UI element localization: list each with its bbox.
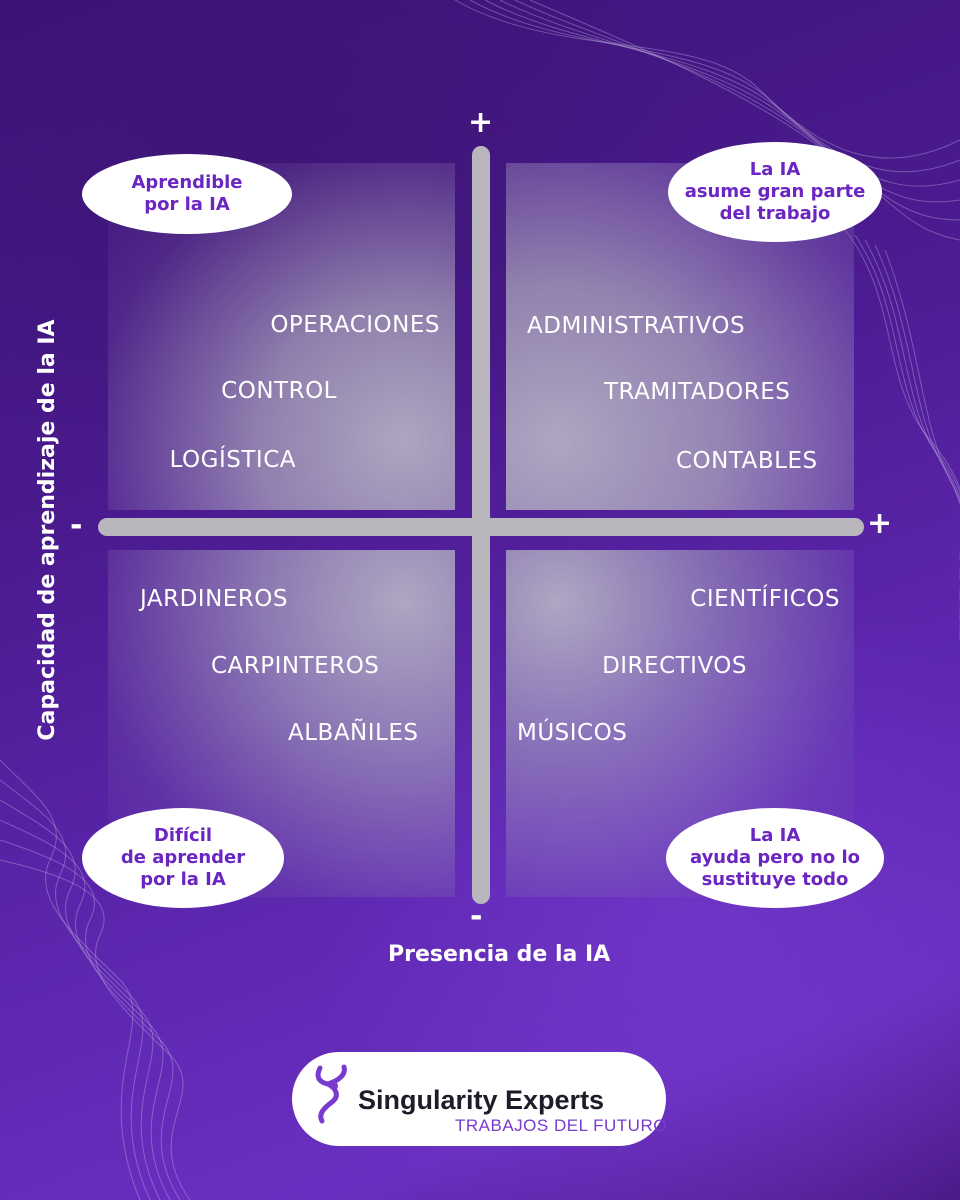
- job-carpinteros: CARPINTEROS: [211, 653, 380, 679]
- bubble-dificil: Difícil de aprender por la IA: [82, 808, 284, 908]
- bubble-asume-trabajo-text: La IA asume gran parte del trabajo: [684, 159, 866, 224]
- job-cientificos: CIENTÍFICOS: [690, 586, 840, 612]
- job-logistica: LOGÍSTICA: [169, 447, 296, 473]
- job-administrativos: ADMINISTRATIVOS: [527, 313, 746, 339]
- x-axis-line: [98, 518, 864, 536]
- x-axis-minus-sign: -: [70, 508, 83, 543]
- job-directivos: DIRECTIVOS: [602, 653, 747, 679]
- bubble-ayuda-text: La IA ayuda pero no lo sustituye todo: [689, 825, 861, 890]
- job-jardineros: JARDINEROS: [140, 586, 289, 612]
- job-tramitadores: TRAMITADORES: [604, 379, 791, 405]
- bubble-asume-trabajo: La IA asume gran parte del trabajo: [668, 142, 882, 242]
- job-albaniles: ALBAÑILES: [288, 720, 419, 746]
- brand-logo-pill: [292, 1052, 666, 1146]
- x-axis-label: Presencia de la IA: [388, 942, 611, 967]
- job-contables: CONTABLES: [676, 448, 818, 474]
- brand-tagline: TRABAJOS DEL FUTURO: [455, 1116, 667, 1135]
- y-axis-plus-sign: +: [468, 105, 494, 140]
- brand-logo-icon: [315, 1064, 347, 1124]
- bubble-ayuda: La IA ayuda pero no lo sustituye todo: [666, 808, 884, 908]
- y-axis-label: Capacidad de aprendizaje de la IA: [35, 319, 60, 741]
- y-axis-minus-sign: -: [470, 899, 483, 934]
- bubble-aprendible-text: Aprendible por la IA: [131, 172, 243, 215]
- x-axis-plus-sign: +: [867, 506, 893, 541]
- job-musicos: MÚSICOS: [517, 720, 628, 746]
- job-control: CONTROL: [221, 378, 337, 404]
- brand-name: Singularity Experts: [358, 1085, 605, 1115]
- bubble-aprendible: Aprendible por la IA: [82, 154, 292, 234]
- job-operaciones: OPERACIONES: [270, 312, 440, 338]
- bubble-dificil-text: Difícil de aprender por la IA: [120, 825, 246, 890]
